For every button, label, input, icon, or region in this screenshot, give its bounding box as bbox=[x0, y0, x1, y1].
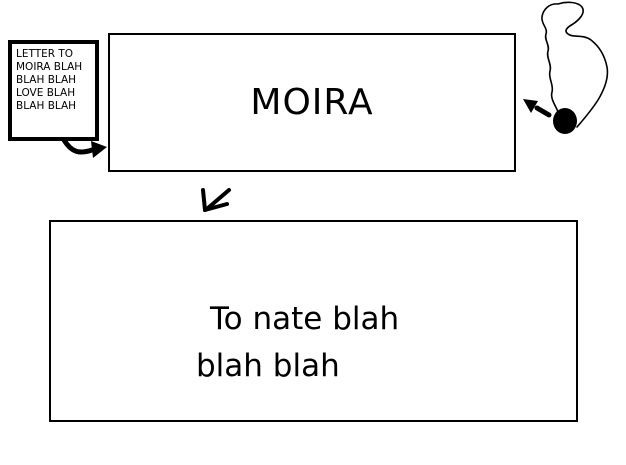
address-box bbox=[49, 220, 578, 422]
note-line: LOVE BLAH bbox=[16, 87, 76, 99]
scribble-balloon-icon bbox=[541, 1, 609, 128]
address-line: To nate blah bbox=[210, 301, 400, 337]
note-line: MOIRA BLAH bbox=[16, 61, 83, 73]
ink-dot-icon bbox=[553, 108, 577, 134]
envelope-label: MOIRA bbox=[250, 82, 374, 123]
arrow-down-left-icon bbox=[201, 188, 231, 212]
note-line: BLAH BLAH bbox=[16, 100, 77, 112]
note-line: LETTER TO bbox=[16, 48, 74, 60]
arrow-left-icon bbox=[523, 99, 552, 118]
arrow-right-icon bbox=[61, 137, 107, 158]
note-line: BLAH BLAH bbox=[16, 74, 77, 86]
note-box: LETTER TO MOIRA BLAH BLAH BLAH LOVE BLAH… bbox=[8, 40, 99, 141]
address-line: blah blah bbox=[196, 348, 340, 384]
address-text: To nate blah blah blah bbox=[196, 296, 399, 390]
envelope-box: MOIRA bbox=[108, 33, 516, 172]
